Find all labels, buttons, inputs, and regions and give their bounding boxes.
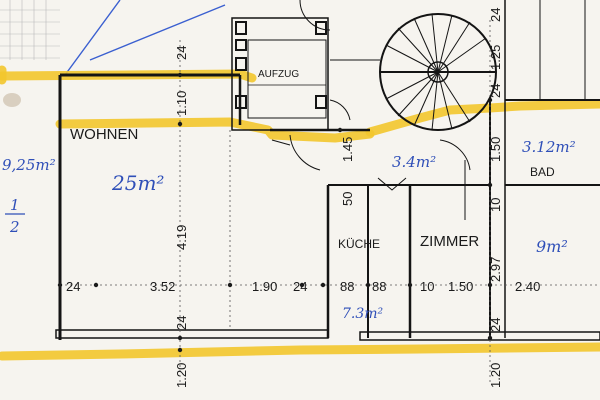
dim-row-6: 10 [420,279,434,294]
fraction-denominator: 2 [9,218,20,236]
dimension-vertical-right: 24 1.25 24 1.50 10 2.97 24 1.20 [488,8,503,388]
dim-row-4: 88 [340,279,354,294]
area-wohnen: 25m² [111,171,164,195]
spiral-staircase [379,13,497,131]
paper-smudge [3,93,21,107]
dim-v-wohnen-1: 1.10 [174,91,189,116]
background-grid [0,0,60,60]
area-hall: 3.4m² [392,153,436,171]
dim-v-right-3: 1.50 [488,137,503,162]
room-label-wohnen: WOHNEN [70,126,138,143]
room-label-kueche: KÜCHE [338,237,380,251]
area-bad: 3.12m² [522,138,576,156]
dim-v-right-4: 10 [488,198,503,212]
highlighter-marks [0,65,600,361]
dim-row-7: 1.50 [448,279,473,294]
dim-row-1: 3.52 [150,279,175,294]
dim-v-wohnen-0: 24 [174,46,189,60]
dimension-ticks [57,72,493,353]
room-label-aufzug: AUFZUG [258,69,299,80]
dim-v-right-2: 24 [488,84,503,98]
dim-v-wohnen-2: 4.19 [174,225,189,250]
dim-v-right-0: 24 [488,8,503,22]
fraction-numerator: 1 [10,196,20,214]
guide-lines [60,20,600,385]
dim-v-right-1: 1.25 [488,45,503,70]
blue-diagonal-lines [64,0,226,76]
area-kueche: 7.3m² [342,306,384,322]
dimension-row: 24 3.52 1.90 24 88 88 10 1.50 2.40 [66,279,540,294]
dim-v-right-7: 1.20 [488,363,503,388]
dim-row-9: 2.40 [515,279,540,294]
walls [55,0,600,341]
room-label-bad: BAD [530,165,555,179]
area-left: 9,25m² [2,156,56,174]
dim-v-wohnen-3: 24 [174,316,189,330]
dim-v-right-5: 2.97 [488,257,503,282]
dimension-vertical-wohnen: 24 1.10 4.19 24 1.20 [174,46,189,388]
dim-v-wohnen-4: 1.20 [174,363,189,388]
dim-row-2: 1.90 [252,279,277,294]
dim-row-0: 24 [66,279,80,294]
dim-row-5: 88 [372,279,386,294]
elevator-shaft [231,17,329,131]
dim-v-center-1: 50 [340,192,355,206]
door-swings [271,0,471,220]
dimension-vertical-center: 1.45 50 [340,137,355,206]
room-label-zimmer: ZIMMER [420,233,479,250]
dim-row-3: 24 [293,279,307,294]
area-zimmer: 9m² [536,237,568,256]
dim-v-center-0: 1.45 [340,137,355,162]
dim-v-right-6: 24 [488,318,503,332]
